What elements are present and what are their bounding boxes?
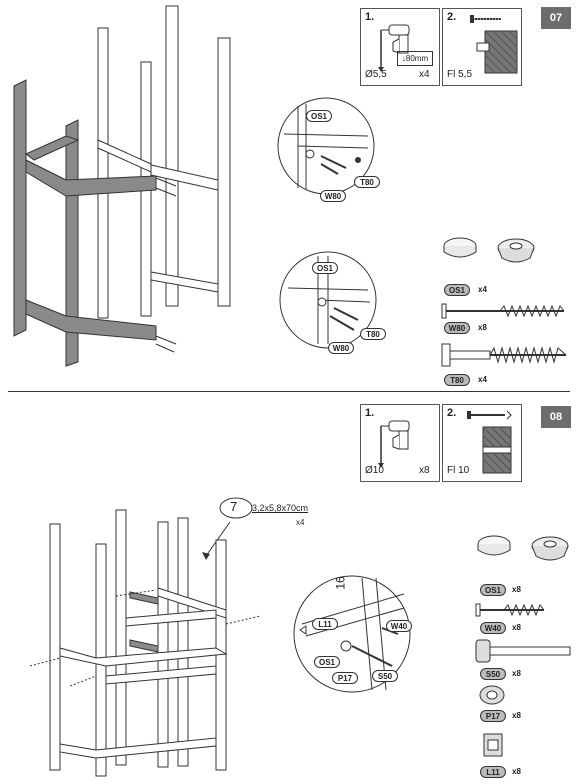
drill-diameter: Ø10 <box>365 465 384 476</box>
bolt-instruction-box: 2. Fl 10 <box>442 404 522 482</box>
bolt-into-wood-icon <box>467 410 512 474</box>
tool-index: 1. <box>365 11 375 23</box>
callout-label: OS1 <box>312 262 338 274</box>
tool-index: 2. <box>447 11 457 23</box>
part-quantity: x8 <box>478 323 487 332</box>
callout-label: L11 <box>312 618 338 630</box>
part-code-w40: W40 <box>480 622 506 634</box>
drill-icon <box>378 420 410 468</box>
callout-label: T80 <box>354 176 380 188</box>
carriage-bolt-icon <box>475 639 571 663</box>
drill-icon <box>378 24 410 72</box>
drill-count: x8 <box>419 465 430 476</box>
tool-index: 2. <box>447 407 457 419</box>
callout-label: W40 <box>386 620 412 632</box>
part-quantity: x8 <box>512 711 521 720</box>
part-code-t80: T80 <box>444 374 470 386</box>
cap-and-washer-icons <box>443 237 535 263</box>
callout-label: W80 <box>320 190 346 202</box>
part-code-p17: P17 <box>480 710 506 722</box>
part-quantity: x8 <box>512 585 521 594</box>
part-code-w80: W80 <box>444 322 470 334</box>
part-quantity: x4 <box>478 285 487 294</box>
beam-number: 7 <box>230 499 238 514</box>
wood-screw-icon <box>441 303 565 319</box>
frame-assembly-illustration <box>29 509 261 777</box>
part-code-os1: OS1 <box>444 284 470 296</box>
callout-label: W80 <box>328 342 354 354</box>
part-code-s50: S50 <box>480 668 506 680</box>
drill-diameter: Ø5,5 <box>365 69 387 80</box>
part-quantity: x4 <box>478 375 487 384</box>
callout-marker: 16 <box>333 576 348 590</box>
screw-into-wood-icon <box>470 15 518 74</box>
detail-callout-upper <box>277 97 375 195</box>
washer-icon <box>479 685 505 705</box>
wood-screw-icon <box>475 603 545 617</box>
callout-label: S50 <box>372 670 398 682</box>
fixing-size: Fl 5,5 <box>447 69 473 80</box>
frame-assembly-illustration <box>13 5 231 367</box>
drill-count: x4 <box>419 69 430 80</box>
part-quantity: x8 <box>512 669 521 678</box>
part-code-l11: L11 <box>480 766 506 778</box>
part-quantity: x8 <box>512 623 521 632</box>
tool-index: 1. <box>365 407 375 419</box>
step-number-badge: 07 <box>541 7 571 29</box>
lag-bolt-icon <box>441 343 567 367</box>
callout-label: OS1 <box>306 110 332 122</box>
callout-label: P17 <box>332 672 358 684</box>
cap-and-washer-icons <box>477 535 569 561</box>
beam-number-oval <box>219 497 253 519</box>
drill-instruction-box: 1. Ø10 x8 <box>360 404 440 482</box>
fixing-size: Fl 10 <box>447 465 470 476</box>
callout-label: T80 <box>360 328 386 340</box>
step-number-badge: 08 <box>541 406 571 428</box>
part-quantity: x8 <box>512 767 521 776</box>
step-divider <box>8 391 570 392</box>
beam-size: 3,2x5,8x70cm <box>252 503 309 513</box>
screw-instruction-box: 2. Fl 5,5 <box>442 8 522 86</box>
part-code-os1: OS1 <box>480 584 506 596</box>
callout-label: OS1 <box>314 656 340 668</box>
drill-depth: ↓80mm <box>397 51 433 66</box>
drill-instruction-box: 1. ↓80mm Ø5,5 x4 <box>360 8 440 86</box>
barrel-nut-icon <box>483 733 503 757</box>
beam-quantity: x4 <box>296 518 305 527</box>
